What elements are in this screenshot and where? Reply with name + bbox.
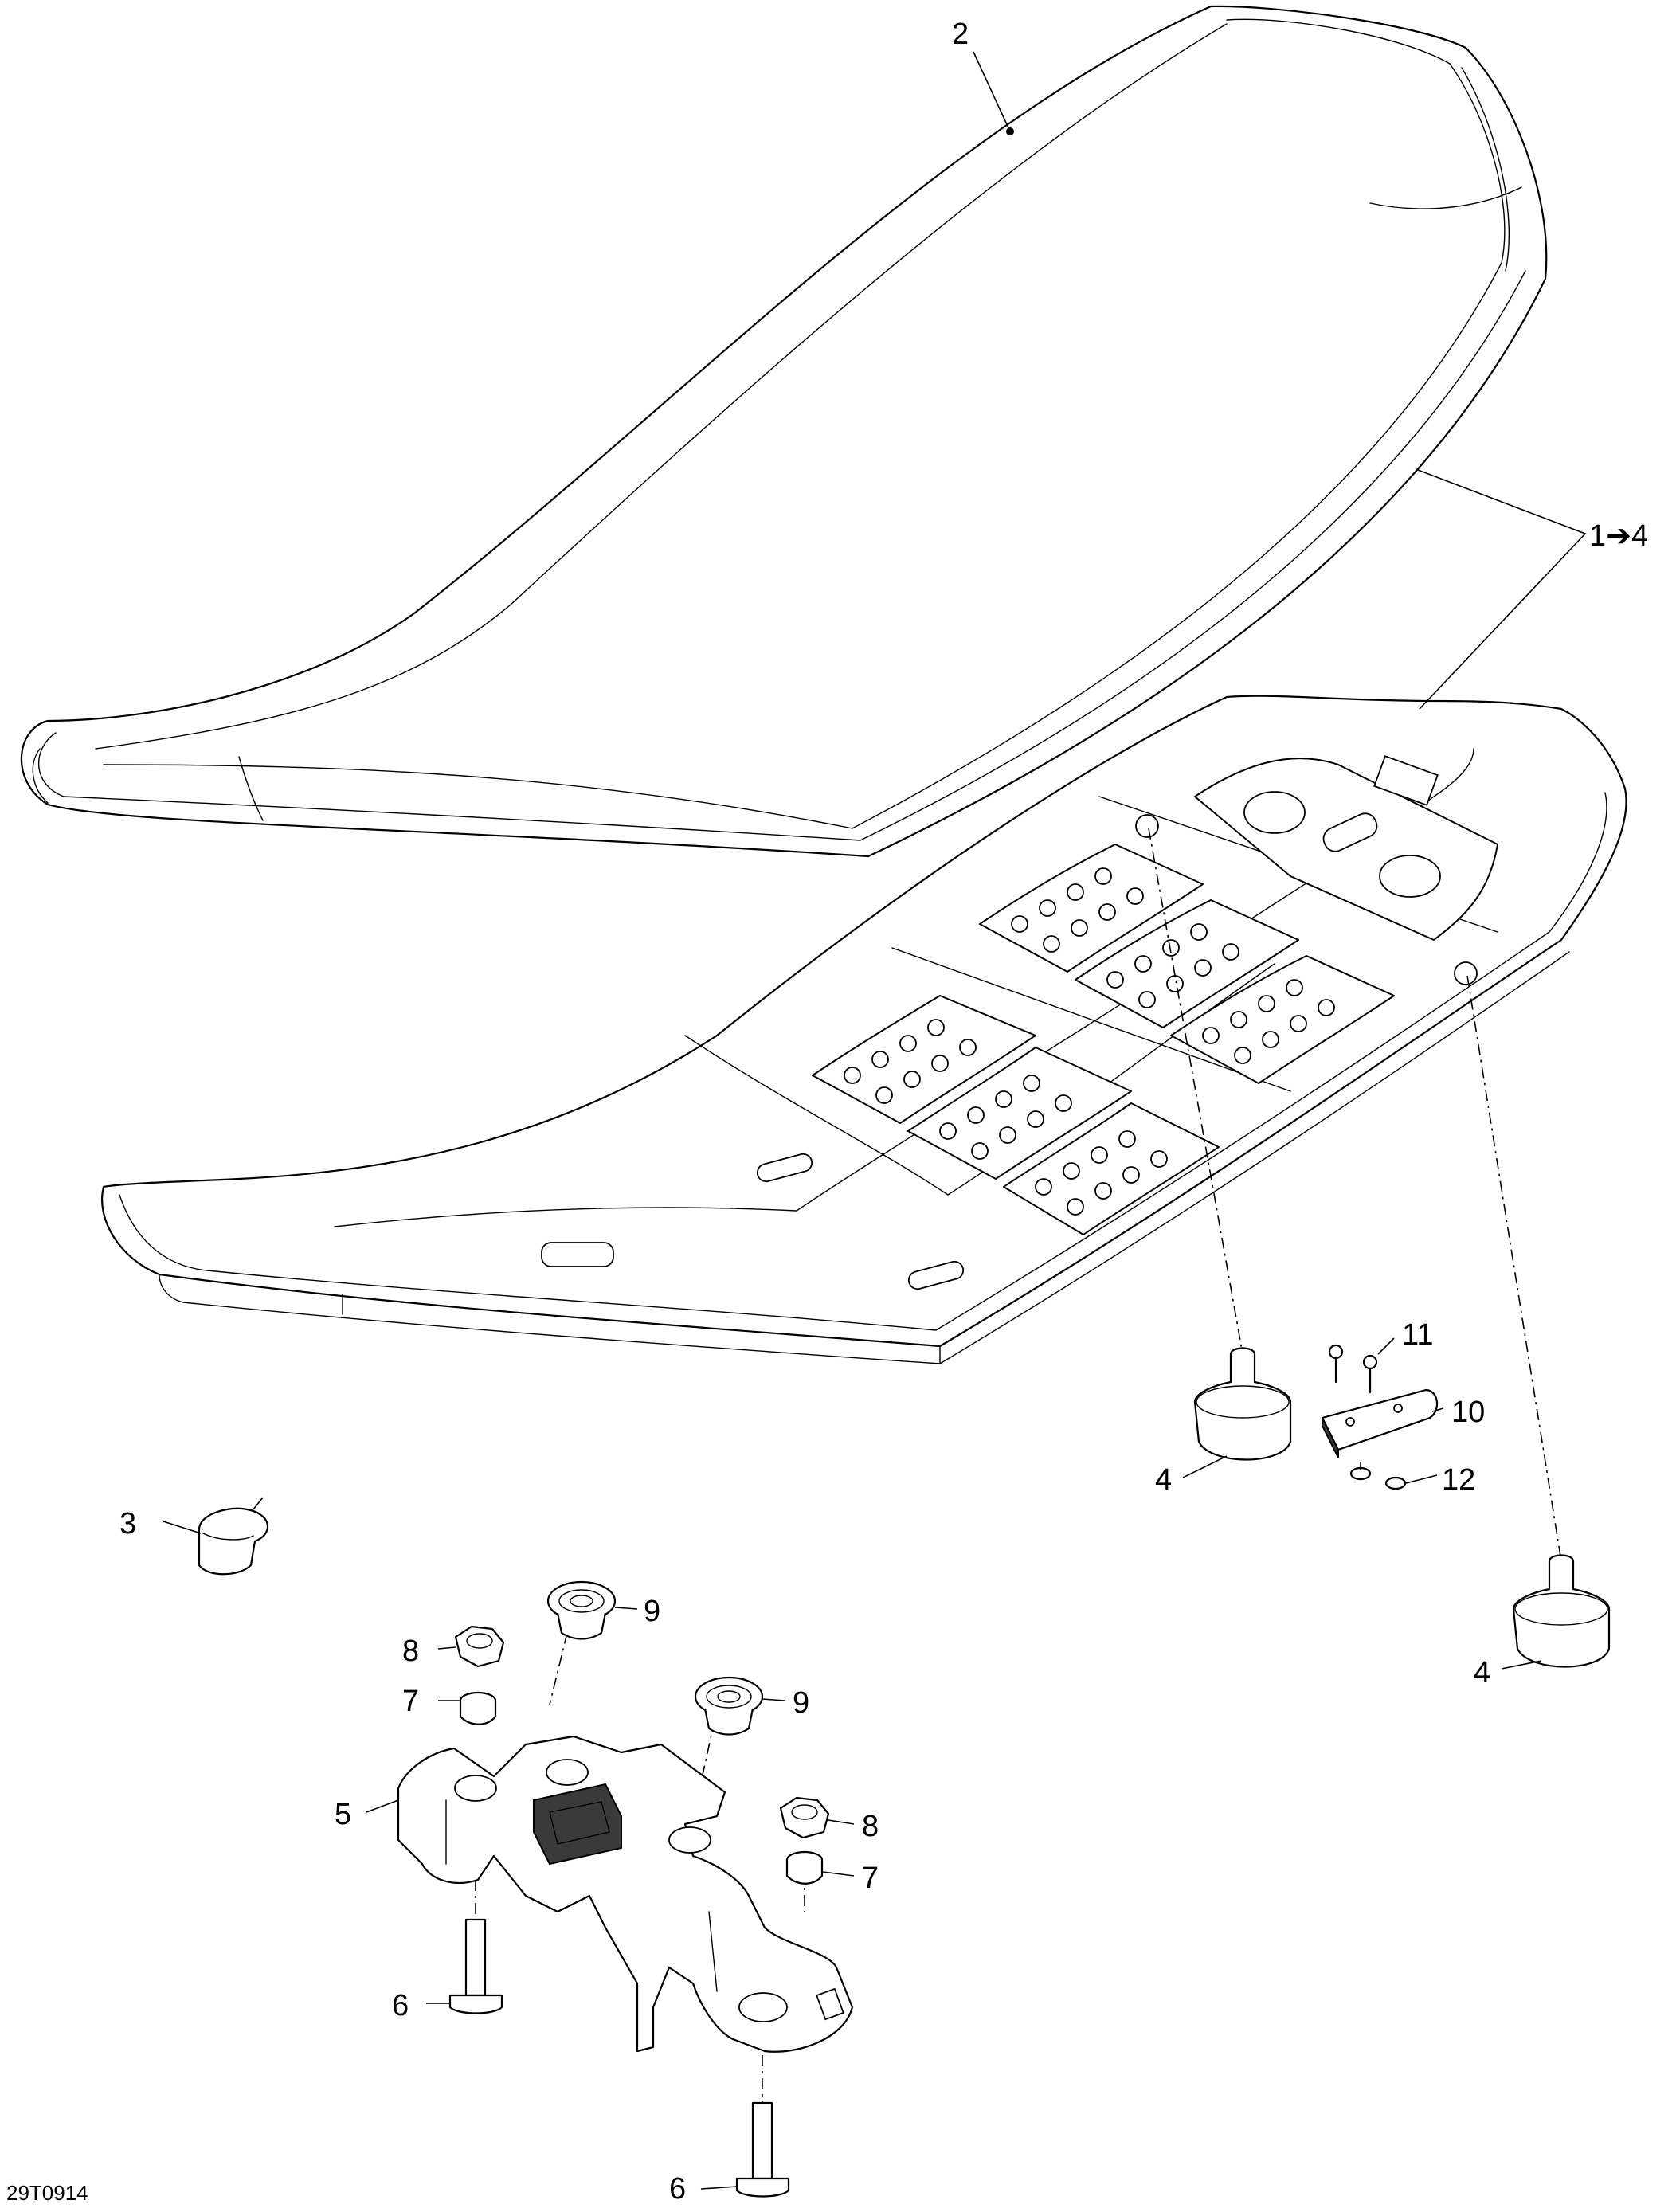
part-3-bumper <box>198 1497 269 1576</box>
part-9-grommet-b <box>694 1676 764 1736</box>
callout-2: 2 <box>952 18 969 51</box>
base-pad-1 <box>812 995 1036 1124</box>
callout-4a: 4 <box>1155 1463 1172 1497</box>
callout-6a: 6 <box>392 1989 409 2022</box>
part-7-spacer-b <box>785 1850 824 1885</box>
part-4-rubber-pad-b <box>1512 1554 1611 1668</box>
seat-cover <box>20 5 1548 858</box>
callout-4b: 4 <box>1474 1656 1490 1689</box>
callout-11: 11 <box>1402 1318 1433 1352</box>
part-8-nut-a <box>454 1625 505 1668</box>
callout-9a: 9 <box>644 1595 660 1628</box>
part-10-latch-plate <box>1321 1388 1439 1458</box>
callout-10: 10 <box>1451 1396 1485 1429</box>
part-6-bolt-a <box>448 1880 503 2014</box>
callout-8b: 8 <box>862 1810 879 1843</box>
base-pad-6 <box>1170 955 1395 1084</box>
callout-5: 5 <box>335 1798 351 1831</box>
part-8-nut-b <box>779 1796 830 1839</box>
part-4-rubber-pad-a <box>1193 1347 1292 1461</box>
callout-7a: 7 <box>402 1685 419 1718</box>
part-9-grommet-a <box>546 1580 617 1640</box>
part-11-screws <box>1328 1344 1378 1394</box>
base-pad-2 <box>907 1047 1132 1180</box>
part-5-bracket <box>397 1735 854 2053</box>
figure-code: 29T0914 <box>6 2181 88 2205</box>
callout-7b: 7 <box>862 1862 879 1895</box>
callout-1-to-4: 1➔4 <box>1589 519 1648 553</box>
base-pad-5 <box>1075 899 1299 1028</box>
callout-3: 3 <box>119 1507 136 1541</box>
part-12-washers <box>1349 1462 1407 1490</box>
callout-12: 12 <box>1442 1463 1475 1497</box>
seat-base <box>101 695 1627 1364</box>
callout-8a: 8 <box>402 1635 419 1668</box>
part-6-bolt-b <box>735 2055 790 2198</box>
callout-labels: 2 1➔4 3 4 4 11 10 12 9 9 8 8 7 7 5 6 6 2… <box>6 18 1648 2206</box>
base-pad-3 <box>1003 1102 1220 1235</box>
part-7-spacer-a <box>459 1691 497 1725</box>
callout-6b: 6 <box>669 2172 686 2206</box>
leader-lines <box>163 51 1587 2190</box>
base-pad-4 <box>979 844 1204 973</box>
callout-9b: 9 <box>793 1686 809 1720</box>
